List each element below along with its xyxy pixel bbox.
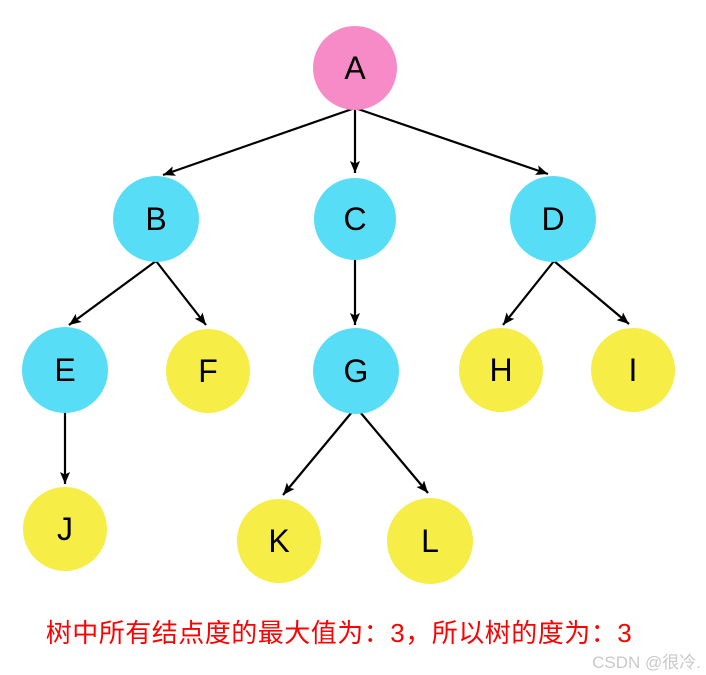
node-circle-L: [387, 498, 473, 584]
node-label-I: I: [629, 352, 638, 388]
tree-node-C: C: [314, 178, 396, 260]
edge-A-D: [354, 106, 549, 176]
node-circle-F: [166, 329, 250, 413]
node-circle-H: [459, 328, 543, 412]
watermark: CSDN @很冷.: [592, 653, 701, 672]
edge-D-H: [502, 260, 555, 326]
node-label-D: D: [541, 201, 564, 237]
node-circle-G: [313, 328, 399, 414]
node-label-L: L: [421, 523, 439, 559]
node-circle-C: [314, 178, 396, 260]
node-circle-J: [23, 487, 107, 571]
node-label-J: J: [57, 511, 73, 547]
edge-B-F: [155, 260, 207, 326]
edge-G-K: [282, 411, 353, 496]
tree-node-J: J: [23, 487, 107, 571]
node-label-K: K: [268, 523, 289, 559]
tree-node-B: B: [113, 176, 199, 262]
edge-A-B: [162, 106, 356, 177]
node-label-A: A: [344, 50, 366, 86]
tree-node-E: E: [22, 327, 108, 413]
node-circle-E: [22, 327, 108, 413]
node-label-C: C: [343, 201, 366, 237]
node-circle-K: [237, 499, 321, 583]
node-label-F: F: [198, 353, 218, 389]
edges-layer: [60, 106, 630, 496]
tree-node-A: A: [313, 26, 397, 110]
node-circle-B: [113, 176, 199, 262]
edge-D-I: [553, 260, 630, 325]
node-label-E: E: [54, 352, 75, 388]
node-circle-I: [591, 328, 675, 412]
tree-svg: A B C D E F G H I J K L: [22, 26, 675, 584]
tree-node-L: L: [387, 498, 473, 584]
tree-node-G: G: [313, 328, 399, 414]
node-label-G: G: [344, 353, 369, 389]
nodes-layer: A B C D E F G H I J K L: [22, 26, 675, 584]
caption-text: 树中所有结点度的最大值为：3，所以树的度为：3: [45, 618, 633, 648]
node-label-H: H: [489, 352, 512, 388]
node-circle-A: [313, 26, 397, 110]
node-label-B: B: [145, 201, 166, 237]
edge-G-L: [359, 411, 429, 494]
edge-B-E: [68, 260, 157, 326]
tree-node-H: H: [459, 328, 543, 412]
tree-node-F: F: [166, 329, 250, 413]
tree-node-K: K: [237, 499, 321, 583]
tree-node-D: D: [510, 176, 596, 262]
node-circle-D: [510, 176, 596, 262]
tree-node-I: I: [591, 328, 675, 412]
